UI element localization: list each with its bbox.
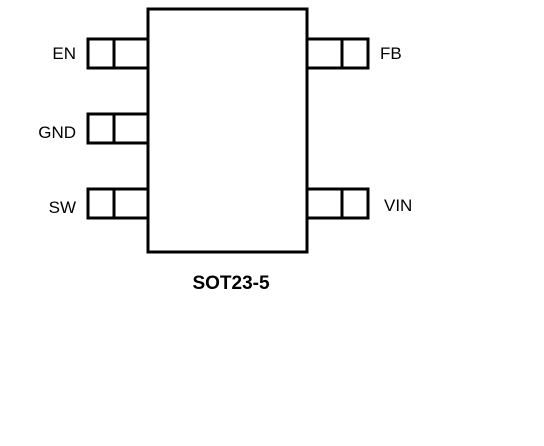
pin-fb-label: FB	[380, 44, 402, 63]
pin-gnd-label: GND	[38, 123, 76, 142]
pin-vin-label: VIN	[384, 196, 412, 215]
pin-vin-lead	[305, 187, 370, 220]
package-name-label: SOT23-5	[192, 273, 270, 294]
pin-fb-lead	[305, 37, 370, 70]
pin-gnd-lead	[86, 112, 150, 145]
pin-sw: SW	[49, 187, 150, 220]
pin-sw-label: SW	[49, 198, 76, 217]
ic-body	[146, 7, 309, 254]
pin-gnd: GND	[38, 112, 150, 145]
pin-fb: FB	[305, 37, 402, 70]
pin-en-label: EN	[52, 44, 76, 63]
pin-en: EN	[52, 37, 150, 70]
pin-sw-lead	[86, 187, 150, 220]
pin-en-lead	[86, 37, 150, 70]
pin-vin: VIN	[305, 187, 412, 220]
